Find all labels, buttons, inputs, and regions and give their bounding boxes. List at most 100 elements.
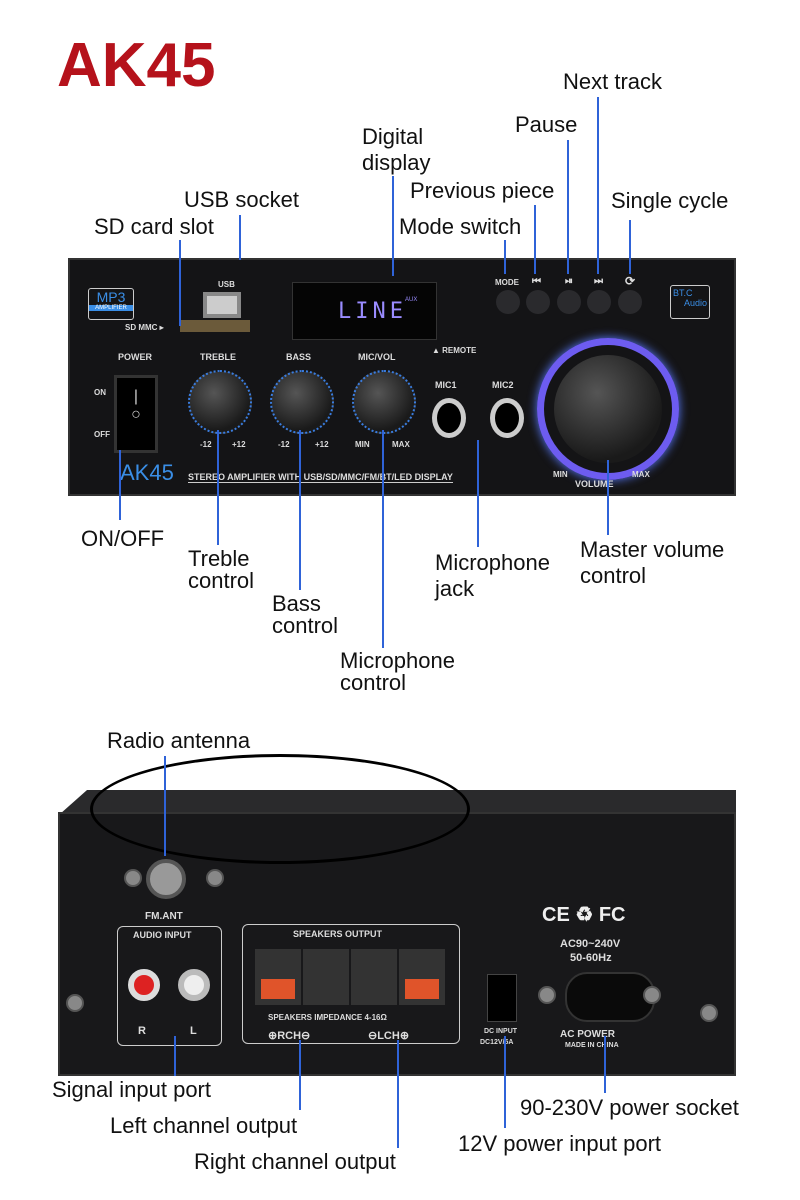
back-panel: FM.ANT AUDIO INPUT R L SPEAKERS OUTPUT S… (58, 754, 736, 1076)
leader-line (164, 756, 166, 856)
leader-line (629, 220, 631, 274)
callout-power-socket: 90-230V power socket (520, 1095, 739, 1120)
master-volume-knob[interactable] (554, 355, 662, 463)
leader-line (397, 1040, 399, 1148)
leader-line (299, 1040, 301, 1110)
antenna-connector (146, 859, 186, 899)
l-label: L (190, 1025, 197, 1037)
rca-left-jack[interactable] (178, 969, 210, 1001)
bass-knob[interactable] (270, 370, 334, 434)
amplifier-text: AMPLIFIER (89, 305, 133, 311)
ac-power-socket[interactable] (565, 972, 655, 1022)
callout-next-track: Next track (563, 69, 663, 94)
callout-text: control (188, 568, 255, 593)
repeat-icon: ⟳ (625, 274, 636, 288)
mode-button[interactable] (496, 290, 520, 314)
callout-dc-input: 12V power input port (458, 1131, 662, 1156)
display-text: LINE (338, 299, 407, 324)
leader-line (179, 240, 181, 326)
made-in-label: MADE IN CHINA (565, 1042, 619, 1049)
leader-line (534, 205, 536, 274)
next-button[interactable] (587, 290, 611, 314)
screw (538, 986, 556, 1004)
product-title: AK45 (57, 31, 216, 100)
callout-previous-piece: Previous piece (410, 178, 555, 203)
ac-power-label: AC POWER (560, 1029, 615, 1040)
certifications: CE ♻ FC (542, 904, 626, 926)
front-panel: MP3 AMPLIFIER USB SD MMC ▸ LINE AUX ▲ RE… (68, 258, 736, 496)
leader-line (382, 430, 384, 648)
leader-line (217, 430, 219, 545)
callout-text: control (340, 670, 407, 695)
speaker-terminal-l-plus[interactable] (399, 949, 445, 1005)
bass-min: -12 (278, 440, 290, 449)
speaker-terminal-l-minus[interactable] (351, 949, 397, 1005)
rca-right-jack[interactable] (128, 969, 160, 1001)
screw (66, 994, 84, 1012)
play-pause-button[interactable] (557, 290, 581, 314)
volume-min: MIN (553, 470, 568, 479)
sd-card-slot (180, 320, 250, 332)
freq-label: 50-60Hz (570, 952, 612, 964)
single-cycle-button[interactable] (618, 290, 642, 314)
treble-label: TREBLE (200, 352, 236, 362)
mic1-jack[interactable] (432, 398, 466, 438)
power-switch[interactable]: |○ (114, 375, 158, 453)
on-label: ON (94, 388, 106, 397)
volume-label: VOLUME (575, 479, 614, 489)
leader-line (174, 1036, 176, 1076)
impedance-label: SPEAKERS IMPEDANCE 4-16Ω (268, 1013, 387, 1022)
btc-text: BT.C (673, 288, 693, 298)
screw (700, 1004, 718, 1022)
leader-line (607, 460, 609, 535)
mic2-jack[interactable] (490, 398, 524, 438)
audio-input-label: AUDIO INPUT (133, 930, 192, 940)
mp3-text: MP3 (96, 289, 126, 305)
callout-usb-socket: USB socket (184, 187, 299, 212)
fm-ant-label: FM.ANT (145, 911, 183, 922)
display-aux: AUX (405, 297, 418, 303)
callout-text: Microphone (435, 550, 550, 575)
callout-text: Master volume (580, 537, 725, 562)
bass-label: BASS (286, 352, 312, 362)
micvol-label: MIC/VOL (358, 352, 396, 362)
sd-mmc-label: SD MMC ▸ (125, 323, 164, 332)
callout-text: Treble (188, 546, 250, 571)
callout-text: control (272, 613, 339, 638)
speakers-output-box: SPEAKERS OUTPUT SPEAKERS IMPEDANCE 4-16Ω… (242, 924, 460, 1044)
leader-line (477, 440, 479, 547)
mp3-badge: MP3 AMPLIFIER (88, 288, 134, 320)
previous-button[interactable] (526, 290, 550, 314)
treble-knob[interactable] (188, 370, 252, 434)
speaker-terminal-r-minus[interactable] (303, 949, 349, 1005)
callout-radio-antenna: Radio antenna (107, 728, 251, 753)
treble-min: -12 (200, 440, 212, 449)
mic-volume-knob[interactable] (352, 370, 416, 434)
callout-text: Digital (362, 124, 424, 149)
audio-text: Audio (683, 298, 707, 308)
audio-input-box: AUDIO INPUT R L (117, 926, 222, 1046)
callout-text: display (362, 150, 431, 175)
callout-text: Bass (272, 591, 321, 616)
bt-badge: BT.C Audio (670, 285, 710, 319)
digital-display: LINE AUX (292, 282, 437, 340)
callout-left-channel: Left channel output (110, 1113, 298, 1138)
leader-line (299, 430, 301, 590)
dc-input-jack[interactable] (487, 974, 517, 1022)
bass-max: +12 (315, 440, 329, 449)
usb-port (203, 292, 241, 318)
power-label: POWER (118, 352, 153, 362)
callout-on-off: ON/OFF (81, 526, 165, 551)
screw (643, 986, 661, 1004)
dc-input-label: DC INPUT (484, 1028, 518, 1035)
mic1-label: MIC1 (435, 380, 457, 390)
callout-mode-switch: Mode switch (399, 214, 522, 239)
screw (206, 869, 224, 887)
leader-line (504, 1036, 506, 1128)
callout-signal-input: Signal input port (52, 1077, 211, 1102)
speaker-terminal-r-plus[interactable] (255, 949, 301, 1005)
leader-line (119, 450, 121, 520)
micvol-min: MIN (355, 440, 370, 449)
